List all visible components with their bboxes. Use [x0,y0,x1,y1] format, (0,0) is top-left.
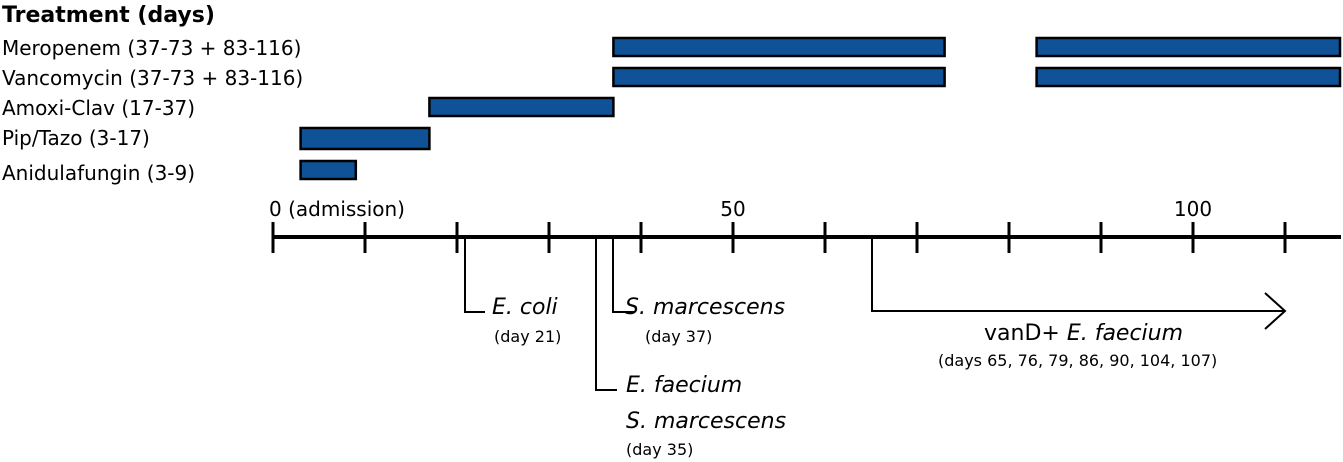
event-organism-ecoli: E. coli [492,295,558,320]
event-leader-efaecium-35 [595,237,617,391]
treatment-bar [299,126,431,151]
event-leader-vand [871,237,1284,312]
treatment-label-vancomycin: Vancomycin (37-73 + 83-116) [2,66,303,90]
treatment-bar [1035,66,1342,88]
event-vand-efaecium: vanD+ E. faecium (days 65, 76, 79, 86, 9… [871,237,1287,370]
treatment-bar [428,96,615,118]
treatment-bar [1035,36,1342,58]
arrow-head [1264,292,1287,330]
treatment-bar [612,36,946,58]
event-day-vand: (days 65, 76, 79, 86, 90, 104, 107) [938,351,1217,370]
treatment-label-anidulafungin: Anidulafungin (3-9) [2,161,195,185]
treatment-label-meropenem: Meropenem (37-73 + 83-116) [2,36,301,60]
event-day-35: (day 35) [626,440,693,459]
treatment-bars [299,36,1342,181]
event-organism-smarcescens-35: S. marcescens [626,409,786,434]
event-organism-efaecium-35: E. faecium [626,373,742,398]
axis-tick-label: 50 [720,197,745,221]
axis-tick-label: 0 (admission) [269,197,405,221]
event-organism-smarcescens-37: S. marcescens [625,295,785,320]
event-day-ecoli: (day 21) [494,327,561,346]
event-efaecium-35: E. faecium S. marcescens (day 35) [595,237,786,459]
event-leader-smarcescens-37 [612,237,634,313]
treatment-label-amoxi-clav: Amoxi-Clav (17-37) [2,96,195,120]
event-leader-ecoli [464,237,485,313]
event-organism-vand: vanD+ E. faecium [984,321,1183,346]
event-ecoli: E. coli (day 21) [464,237,561,346]
title: Treatment (days) [2,3,215,28]
treatment-label-pip-tazo: Pip/Tazo (3-17) [2,126,150,150]
treatment-bar [612,66,946,88]
event-smarcescens-37: S. marcescens (day 37) [612,237,785,346]
event-day-smarcescens-37: (day 37) [645,327,712,346]
treatment-bar [299,159,358,181]
time-axis: 0 (admission) 50 100 [269,197,1341,253]
vand-prefix: vanD+ [984,321,1067,346]
axis-tick-label: 100 [1174,197,1212,221]
vand-organism: E. faecium [1067,321,1183,346]
